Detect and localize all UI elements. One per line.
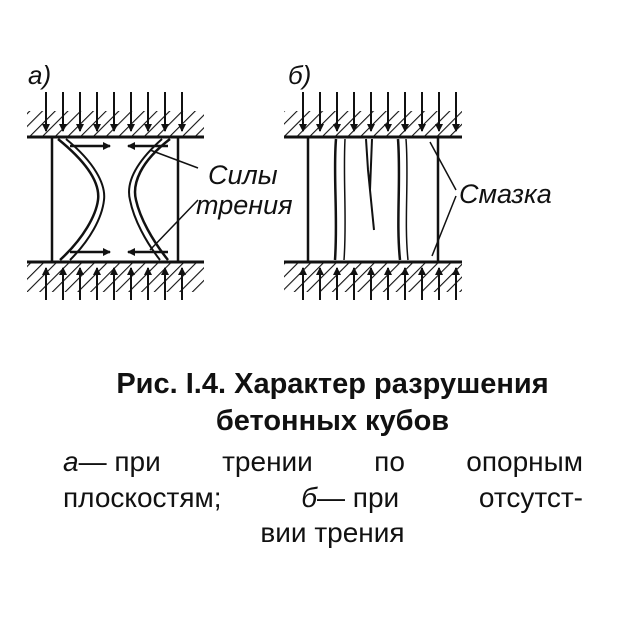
panel-b-top-plate xyxy=(284,111,462,137)
caption-b-text-1: — при xyxy=(317,482,400,513)
caption-a-text-1: — при xyxy=(78,446,161,477)
caption-a-text-2: трении xyxy=(222,446,313,477)
panel-a-leader-bottom xyxy=(149,199,199,251)
panel-b-letter: б) xyxy=(288,60,311,90)
caption-b-part1: б— при xyxy=(301,482,399,514)
panel-a: а) xyxy=(27,60,293,300)
panel-b-load-arrows-top xyxy=(299,92,460,132)
caption-line-b: плоскостям; б— при отсутст- xyxy=(63,482,583,514)
caption-b-text-2: отсутст- xyxy=(478,482,583,513)
caption-subtitle: бетонных кубов xyxy=(215,405,450,437)
panel-a-crack-left xyxy=(57,138,100,261)
panel-a-friction-arrows xyxy=(70,142,168,256)
panel-b-label: Смазка xyxy=(459,179,552,209)
panel-b-leader-bottom xyxy=(431,195,457,257)
panel-b-leader-top xyxy=(429,141,457,191)
panel-a-top-plate xyxy=(27,111,204,137)
panel-a-crack-left-inner xyxy=(65,138,106,261)
panel-b-cracks xyxy=(333,138,409,261)
caption-a-text-4: опорным xyxy=(466,446,583,477)
caption-a-text-3: по xyxy=(374,446,405,477)
panel-a-bottom-plate xyxy=(27,262,204,292)
caption-line-a: а— при трении по опорным xyxy=(63,446,583,478)
panel-a-label-line1: Силы xyxy=(208,160,278,190)
panel-a-load-arrows-top xyxy=(42,92,186,132)
panel-a-crack-right-inner xyxy=(128,138,163,261)
panel-a-crack-right xyxy=(133,138,171,261)
panel-b-bottom-plate xyxy=(284,262,462,292)
panel-a-load-arrows-bottom xyxy=(42,267,186,300)
panel-a-label-line2: трения xyxy=(196,190,293,220)
caption-line-c: вии трения xyxy=(260,517,405,548)
caption-title: Рис. I.4. Характер разрушения xyxy=(116,368,549,400)
caption-a-part1: а— при xyxy=(63,446,161,478)
panel-a-letter: а) xyxy=(28,60,51,90)
caption-a-letter: а xyxy=(63,446,79,477)
panel-a-leader-top xyxy=(149,149,199,169)
caption-b-text-0: плоскостям; xyxy=(63,482,222,513)
panel-b: б) xyxy=(284,60,552,300)
panel-b-load-arrows-bottom xyxy=(299,267,460,300)
caption-b-letter: б xyxy=(301,482,317,513)
